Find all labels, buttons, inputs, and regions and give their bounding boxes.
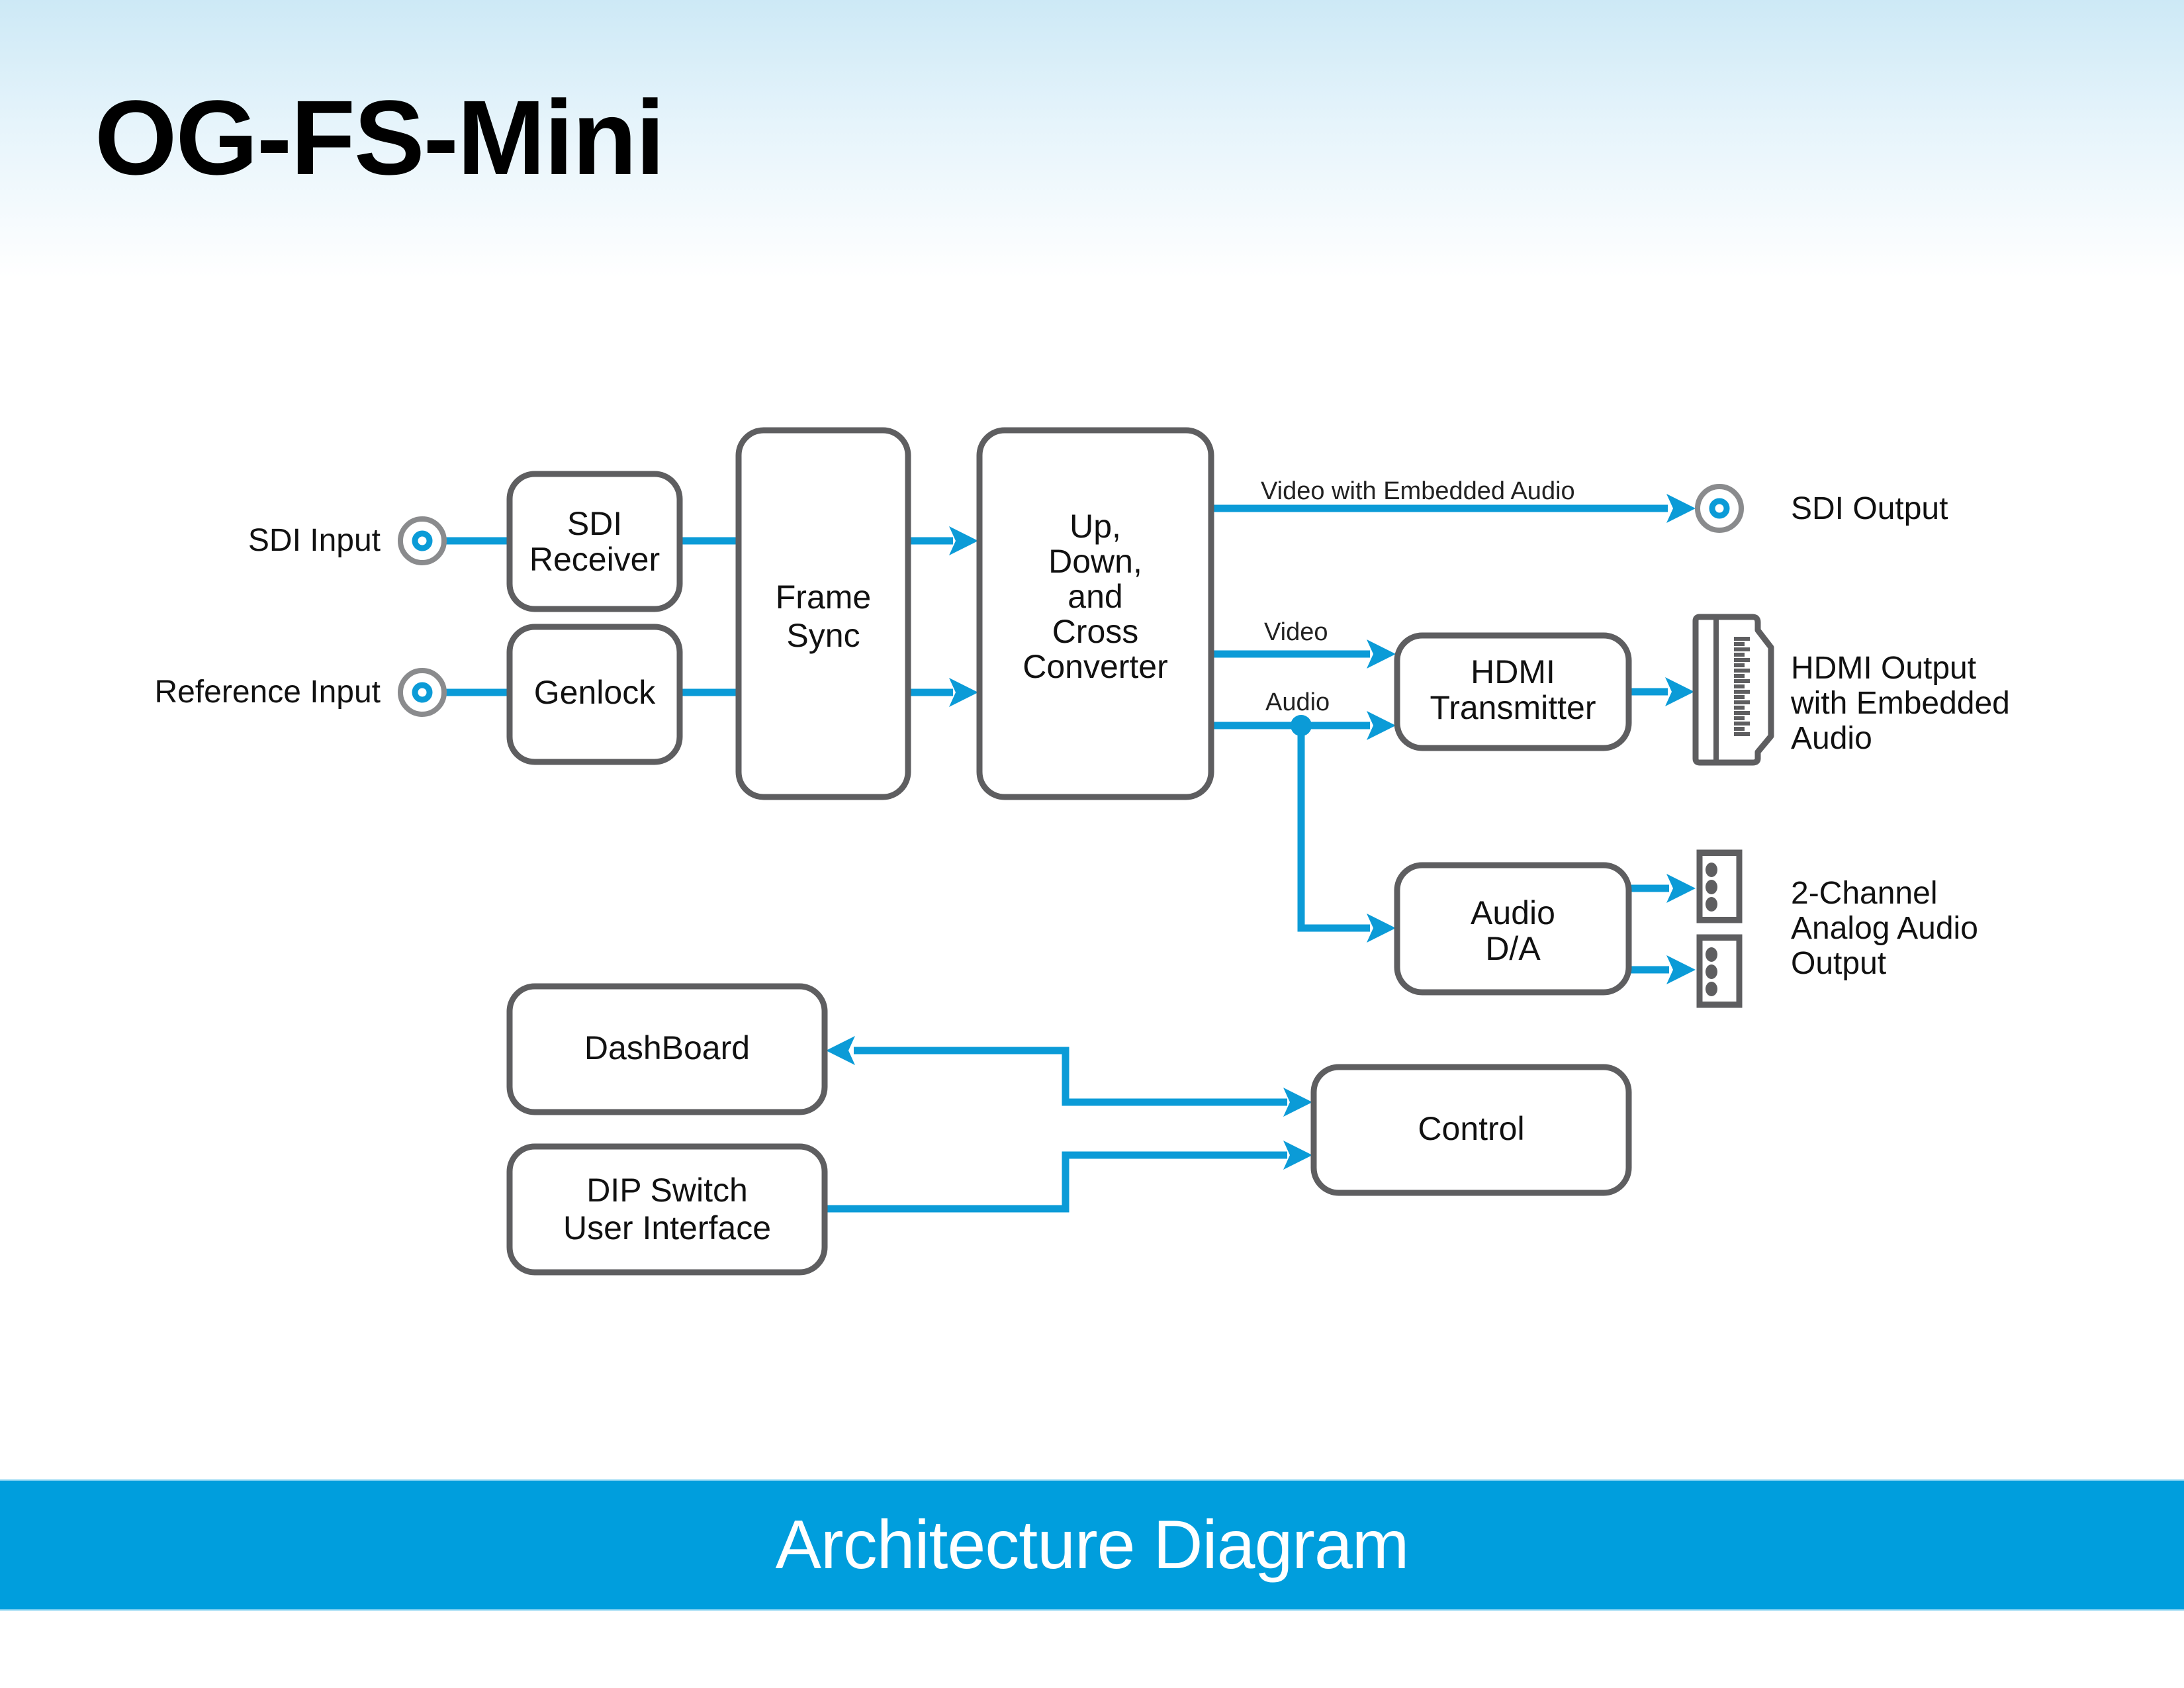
footer-band: Architecture Diagram: [0, 1479, 2184, 1611]
signal-label-audio: Audio: [1265, 688, 1330, 716]
arrow-head: [1367, 639, 1396, 669]
audio-da-block-label: D/A: [1485, 930, 1541, 967]
page-title: OG-FS-Mini: [95, 78, 665, 197]
genlock-block-label: Genlock: [534, 674, 656, 711]
arrow-head: [1283, 1088, 1312, 1117]
analog-audio-output-label: Output: [1791, 946, 1886, 981]
frame-sync-block-label: Frame: [776, 579, 871, 616]
signal-label-video: Video: [1264, 618, 1328, 646]
arrow-head: [949, 526, 978, 555]
frame-sync-block-frame: [735, 427, 911, 800]
header-band: [0, 0, 2184, 278]
hdmi-transmitter-block-label: HDMI: [1471, 653, 1555, 690]
dip-switch-block-label: User Interface: [563, 1209, 771, 1246]
converter-block-frame: [976, 427, 1214, 800]
arrow-head: [1283, 1141, 1312, 1170]
control-block-frame: [1310, 1064, 1632, 1196]
arrow-head: [1666, 874, 1696, 903]
sdi-receiver-block-label: Receiver: [529, 541, 660, 578]
frame-sync-block-label: Sync: [786, 617, 860, 654]
wire-control-dashboard: [854, 1047, 1287, 1106]
arrow-head: [826, 1036, 855, 1065]
footer-label: Architecture Diagram: [775, 1506, 1410, 1583]
arrow-head: [949, 678, 978, 707]
audio-da-block-frame: [1394, 862, 1632, 996]
arrow-head: [1666, 955, 1696, 984]
hdmi-transmitter-block-label: Transmitter: [1430, 689, 1596, 726]
signal-wires: [445, 494, 1696, 1213]
dashboard-block-label: DashBoard: [584, 1029, 750, 1066]
genlock-block-frame: [506, 624, 683, 765]
sdi-output-label: SDI Output: [1791, 491, 1948, 526]
wire-dip-control: [825, 1151, 1287, 1213]
hdmi-transmitter-block-frame: [1394, 632, 1632, 751]
arrow-head: [1367, 711, 1396, 740]
dip-switch-block-label: DIP Switch: [586, 1172, 748, 1209]
sdi-receiver-block-frame: [506, 471, 683, 612]
genlock-block: Genlock: [506, 624, 683, 765]
hdmi-port-icon: [1692, 614, 1774, 766]
sdi-input-label: SDI Input: [248, 523, 381, 558]
converter-block-label: Converter: [1023, 648, 1168, 685]
connectors: [398, 484, 1774, 1008]
analog-audio-output-label: 2-Channel: [1791, 876, 1937, 911]
hdmi-output-label: Audio: [1791, 721, 1872, 756]
converter-block-label: Cross: [1052, 613, 1139, 650]
dashboard-block-frame: [506, 983, 828, 1115]
converter-block-label: Down,: [1048, 543, 1142, 580]
arrow-head: [1665, 677, 1694, 706]
reference-input-connector-icon: [398, 668, 447, 717]
junction-dot: [1291, 715, 1312, 736]
arrow-head: [1666, 494, 1696, 523]
hdmi-output-label: with Embedded: [1790, 686, 2010, 721]
hdmi-output-label: HDMI Output: [1791, 651, 1976, 686]
dashboard-block: DashBoard: [506, 983, 828, 1115]
arrow-head: [1367, 914, 1396, 943]
analog-audio-output-label: Analog Audio: [1791, 911, 1978, 946]
sdi-output-connector-icon: [1695, 484, 1744, 533]
control-block: Control: [1310, 1064, 1632, 1196]
reference-input-label: Reference Input: [154, 675, 381, 710]
control-block-label: Control: [1418, 1110, 1524, 1147]
signal-label-video-embedded-audio: Video with Embedded Audio: [1261, 477, 1575, 505]
dip-switch-block-frame: [506, 1143, 828, 1276]
analog-audio-connector-2-icon: [1696, 934, 1743, 1008]
converter-block-label: and: [1068, 578, 1122, 615]
sdi-input-connector-icon: [398, 516, 447, 565]
converter-block-label: Up,: [1069, 508, 1121, 545]
analog-audio-connector-1-icon: [1696, 849, 1743, 923]
audio-da-block-label: Audio: [1471, 894, 1555, 931]
wire-audio-to-da: [1297, 726, 1370, 932]
sdi-receiver-block-label: SDI: [567, 505, 622, 542]
